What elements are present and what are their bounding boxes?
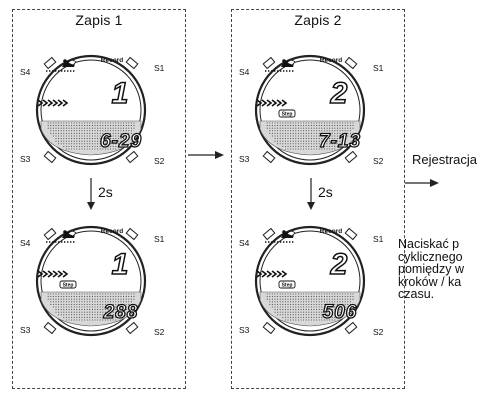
panel-title: Zapis 2 bbox=[294, 12, 342, 28]
watch-button bbox=[344, 56, 358, 70]
watch-button bbox=[125, 321, 139, 335]
side-button-label: S2 bbox=[154, 156, 165, 166]
side-button-label: S3 bbox=[20, 154, 31, 164]
instruction-line: pomiędzy w bbox=[398, 262, 464, 276]
watch-inner-ring bbox=[259, 59, 361, 161]
instruction-line: kroków / ka bbox=[398, 274, 462, 289]
instruction-line: czasu. bbox=[398, 287, 435, 301]
watch-button bbox=[344, 321, 358, 335]
chevron-row-icon bbox=[256, 99, 288, 107]
right-arrow-icon bbox=[188, 151, 224, 159]
lcd-dot-pattern bbox=[266, 122, 354, 150]
runner-icon bbox=[62, 59, 77, 67]
side-button-label: S4 bbox=[20, 67, 31, 77]
record-label: Record bbox=[320, 228, 342, 235]
side-button-label: S2 bbox=[154, 327, 165, 337]
side-button-label: S3 bbox=[239, 325, 250, 335]
chevron-row-icon bbox=[37, 99, 69, 107]
runner-icon bbox=[62, 230, 77, 238]
side-button-label: S2 bbox=[373, 327, 384, 337]
down-arrow-icon bbox=[307, 178, 315, 210]
side-button-label: S3 bbox=[239, 154, 250, 164]
watch-button bbox=[125, 150, 139, 164]
record-label: Record bbox=[101, 57, 123, 64]
step-badge bbox=[278, 109, 296, 118]
record-panel-1: Zapis 1 bbox=[12, 9, 186, 389]
bottom-display-value: 506 bbox=[323, 302, 358, 323]
instruction-text: Naciskać p cyklicznego pomiędzy w kroków… bbox=[398, 238, 464, 301]
runner-icon bbox=[281, 59, 296, 67]
lcd-dot-pattern bbox=[266, 293, 354, 321]
watch-button bbox=[262, 321, 276, 335]
step-badge-label: Step bbox=[282, 112, 293, 118]
chevron-row-icon bbox=[256, 270, 288, 278]
lcd-dot-pattern bbox=[47, 293, 135, 321]
watch-button bbox=[262, 150, 276, 164]
side-button-label: S3 bbox=[20, 325, 31, 335]
side-button-label: S4 bbox=[239, 238, 250, 248]
watch-button bbox=[344, 227, 358, 241]
watch-button bbox=[43, 150, 57, 164]
right-arrow-icon bbox=[405, 179, 439, 187]
step-badge bbox=[59, 280, 77, 289]
record-number: 1 bbox=[112, 248, 129, 281]
interval-label: 2s bbox=[98, 184, 113, 200]
watch-inner-ring bbox=[259, 230, 361, 332]
record-label: Record bbox=[101, 228, 123, 235]
bottom-display-value: 6-29 bbox=[100, 131, 142, 152]
record-number: 2 bbox=[330, 77, 348, 110]
instruction-line: cyklicznego bbox=[398, 249, 463, 264]
side-button-label: S1 bbox=[154, 234, 165, 244]
down-arrow-icon bbox=[87, 178, 95, 210]
interval-label: 2s bbox=[318, 184, 333, 200]
side-button-label: S4 bbox=[239, 67, 250, 77]
watch-button bbox=[344, 150, 358, 164]
side-button-label: S1 bbox=[373, 234, 384, 244]
side-button-label: S2 bbox=[373, 156, 384, 166]
step-badge-label: Step bbox=[282, 283, 293, 289]
side-button-label: S4 bbox=[20, 238, 31, 248]
panel-title: Zapis 1 bbox=[75, 12, 123, 28]
runner-icon bbox=[281, 230, 296, 238]
bottom-display-value: 288 bbox=[103, 302, 139, 323]
watch-inner-ring bbox=[40, 230, 142, 332]
registration-label: Rejestracja bbox=[412, 152, 478, 167]
watch-button bbox=[43, 56, 57, 70]
side-button-label: S1 bbox=[373, 63, 384, 73]
watch-button bbox=[262, 227, 276, 241]
bottom-display-value: 7-13 bbox=[319, 131, 361, 152]
watch-button bbox=[43, 227, 57, 241]
step-badge bbox=[278, 280, 296, 289]
lcd-dot-pattern bbox=[47, 122, 135, 150]
watch-button bbox=[262, 56, 276, 70]
watch-button bbox=[43, 321, 57, 335]
watch-button bbox=[125, 56, 139, 70]
chevron-row-icon bbox=[37, 270, 69, 278]
instruction-line: Naciskać p bbox=[398, 237, 460, 251]
watch-inner-ring bbox=[40, 59, 142, 161]
watch-button bbox=[125, 227, 139, 241]
side-button-label: S1 bbox=[154, 63, 165, 73]
record-label: Record bbox=[320, 57, 342, 64]
record-number: 2 bbox=[330, 248, 348, 281]
step-badge-label: Step bbox=[63, 283, 74, 289]
record-number: 1 bbox=[112, 77, 129, 110]
record-panel-2: Zapis 2 bbox=[231, 9, 405, 389]
